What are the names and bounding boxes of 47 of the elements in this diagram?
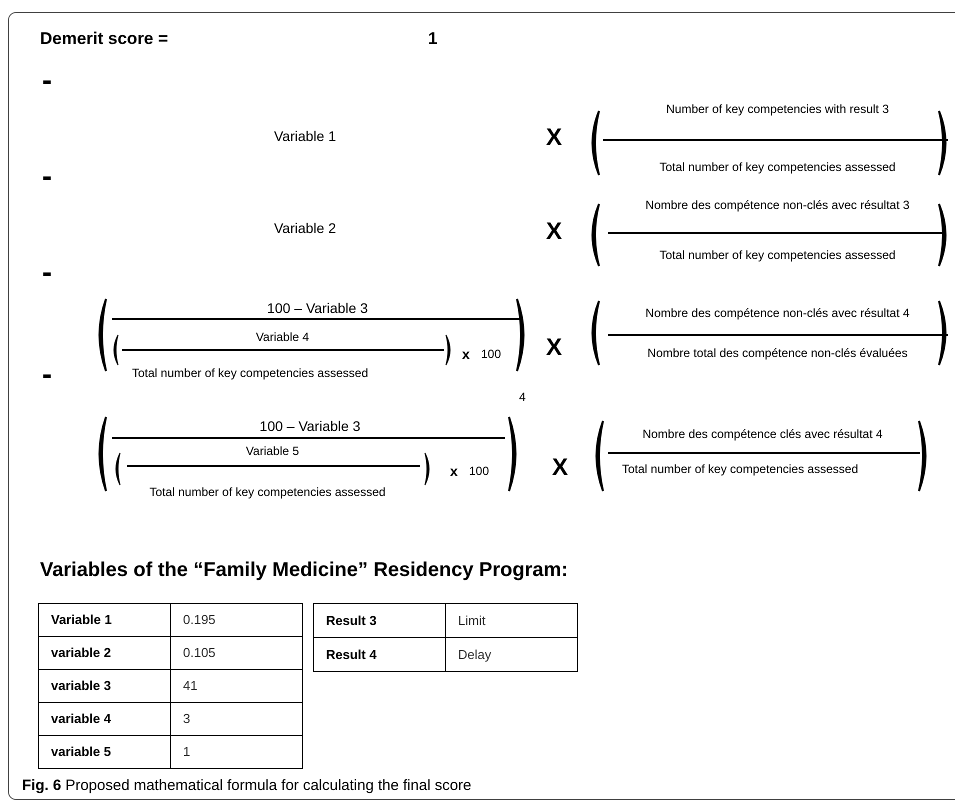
variable-name-cell: Result 4 bbox=[314, 638, 446, 672]
formula-term: Variable 2 bbox=[272, 219, 337, 238]
value-cell: Delay bbox=[446, 638, 578, 672]
formula-term: 100 bbox=[469, 463, 490, 480]
variable-name-cell: variable 2 bbox=[38, 636, 170, 670]
variable-name-cell: Result 3 bbox=[314, 604, 446, 638]
formula-term: Total number of key competencies assessed bbox=[148, 484, 387, 501]
variable-name-cell: Variable 1 bbox=[38, 604, 170, 636]
formula-term: Nombre des compétence non-clés avec résultat 3 bbox=[644, 197, 911, 214]
value-cell: 0.195 bbox=[170, 604, 302, 636]
multiply-sign: x bbox=[450, 462, 458, 481]
value-cell: 3 bbox=[170, 702, 302, 736]
formula-text: 1 bbox=[428, 28, 438, 50]
minus-sign: - bbox=[42, 162, 52, 192]
variable-name-cell: variable 4 bbox=[38, 702, 170, 736]
formula-term: Variable 5 bbox=[244, 443, 300, 460]
minus-sign: - bbox=[42, 258, 52, 288]
value-cell: Limit bbox=[446, 604, 578, 638]
variable-name-cell: variable 3 bbox=[38, 670, 170, 702]
formula-term: Nombre des compétence non-clés avec résultat 4 bbox=[644, 305, 911, 322]
formula-term: Nombre total des compétence non-clés évaluées bbox=[646, 345, 909, 362]
formula-term: Total number of key competencies assessed bbox=[658, 159, 897, 176]
minus-sign: - bbox=[42, 360, 52, 390]
formula-term: 4 bbox=[519, 389, 526, 406]
section-heading: Variables of the “Family Medicine” Residency Program: bbox=[40, 558, 568, 583]
formula-term: Total number of key competencies assessed bbox=[132, 365, 368, 382]
formula-term: Total number of key competencies assessed bbox=[658, 247, 897, 264]
variable-name-cell: variable 5 bbox=[38, 736, 170, 768]
multiply-sign: X bbox=[546, 217, 562, 247]
formula-term: Nombre des compétence clés avec résultat 4 bbox=[641, 426, 884, 443]
minus-sign: - bbox=[42, 66, 52, 96]
multiply-sign: X bbox=[546, 123, 562, 153]
formula-term: 100 – Variable 3 bbox=[266, 299, 369, 318]
formula-term: Total number of key competencies assessed bbox=[622, 461, 860, 478]
multiply-sign: X bbox=[546, 333, 562, 363]
multiply-sign: X bbox=[552, 453, 568, 483]
multiply-sign: x bbox=[462, 345, 470, 364]
formula-term: 100 bbox=[481, 346, 502, 363]
figure-caption: Fig. 6 Proposed mathematical formula for calculating the final score bbox=[22, 776, 472, 796]
value-cell: 1 bbox=[170, 736, 302, 768]
formula-term: Number of key competencies with result 3 bbox=[665, 101, 890, 118]
formula-term: 100 – Variable 3 bbox=[258, 417, 362, 436]
formula-term: Variable 1 bbox=[272, 127, 337, 146]
formula-text: Demerit score = bbox=[40, 28, 168, 50]
value-cell: 41 bbox=[170, 670, 302, 702]
value-cell: 0.105 bbox=[170, 636, 302, 670]
formula-term: Variable 4 bbox=[254, 329, 310, 346]
